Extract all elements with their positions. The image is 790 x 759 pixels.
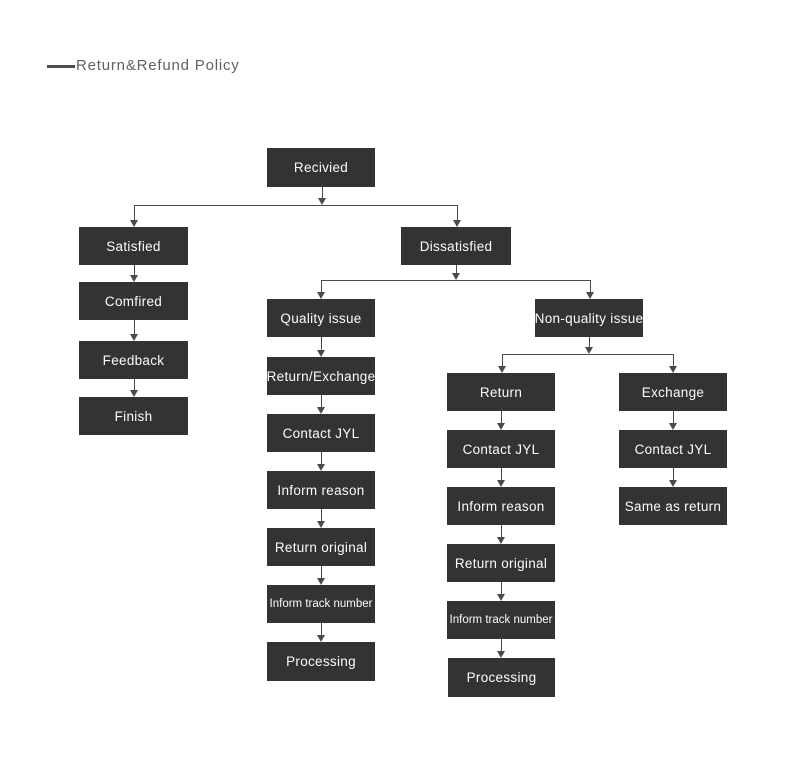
connector-exchange-contact-arrow: [669, 411, 677, 430]
title-dash-icon: [47, 65, 75, 68]
connector-feedback-finish-arrow: [130, 379, 138, 397]
connector-contact-informreason-arrow: [317, 452, 325, 471]
node-inform-track-quality: Inform track number: [267, 585, 375, 623]
connector-to-return-arrow: [498, 354, 506, 373]
connector-contact-sameasreturn-arrow: [669, 468, 677, 487]
node-return: Return: [447, 373, 555, 411]
node-return-original-quality: Return original: [267, 528, 375, 566]
page-title: Return&Refund Policy: [76, 57, 240, 74]
node-same-as-return: Same as return: [619, 487, 727, 525]
connector-nonquality-down-arrow: [585, 337, 593, 354]
connector-to-nonquality-arrow: [586, 280, 594, 299]
connector-to-satisfied-arrow: [130, 205, 138, 227]
node-recivied: Recivied: [267, 148, 375, 187]
connector-dissatisfied-down-arrow: [452, 265, 460, 280]
connector-informreason-returnoriginal-arrow: [317, 509, 325, 528]
node-quality-issue: Quality issue: [267, 299, 375, 337]
connector-to-exchange-arrow: [669, 354, 677, 373]
node-contact-jyl-quality: Contact JYL: [267, 414, 375, 452]
node-inform-track-return: Inform track number: [447, 601, 555, 639]
node-finish: Finish: [79, 397, 188, 435]
connector-branch-line-3: [502, 354, 673, 355]
node-inform-reason-return: Inform reason: [447, 487, 555, 525]
node-non-quality-issue: Non-quality issue: [535, 299, 643, 337]
node-return-original-return: Return original: [447, 544, 555, 582]
connector-returnexchange-contact-arrow: [317, 395, 325, 414]
connector-informreason-returnoriginal-return-arrow: [497, 525, 505, 544]
connector-to-dissatisfied-arrow: [453, 205, 461, 227]
node-feedback: Feedback: [79, 341, 188, 379]
connector-to-quality-arrow: [317, 280, 325, 299]
connector-returnoriginal-informtrack-arrow: [317, 566, 325, 585]
node-dissatisfied: Dissatisfied: [401, 227, 511, 265]
connector-returnoriginal-informtrack-return-arrow: [497, 582, 505, 601]
node-processing-quality: Processing: [267, 642, 375, 681]
connector-contact-informreason-return-arrow: [497, 468, 505, 487]
node-exchange: Exchange: [619, 373, 727, 411]
connector-branch-line-2: [321, 280, 590, 281]
connector-recivied-down-arrow: [318, 187, 326, 205]
node-inform-reason-quality: Inform reason: [267, 471, 375, 509]
node-processing-return: Processing: [448, 658, 555, 697]
connector-informtrack-processing-arrow: [317, 623, 325, 642]
node-comfired: Comfired: [79, 282, 188, 320]
connector-satisfied-comfired-arrow: [130, 265, 138, 282]
connector-quality-returnexchange-arrow: [317, 337, 325, 357]
connector-informtrack-processing-return-arrow: [497, 639, 505, 658]
connector-return-contact-arrow: [497, 411, 505, 430]
node-contact-jyl-return: Contact JYL: [447, 430, 555, 468]
node-return-exchange: Return/Exchange: [267, 357, 375, 395]
connector-comfired-feedback-arrow: [130, 320, 138, 341]
node-satisfied: Satisfied: [79, 227, 188, 265]
node-contact-jyl-exchange: Contact JYL: [619, 430, 727, 468]
connector-branch-line-1: [134, 205, 457, 206]
